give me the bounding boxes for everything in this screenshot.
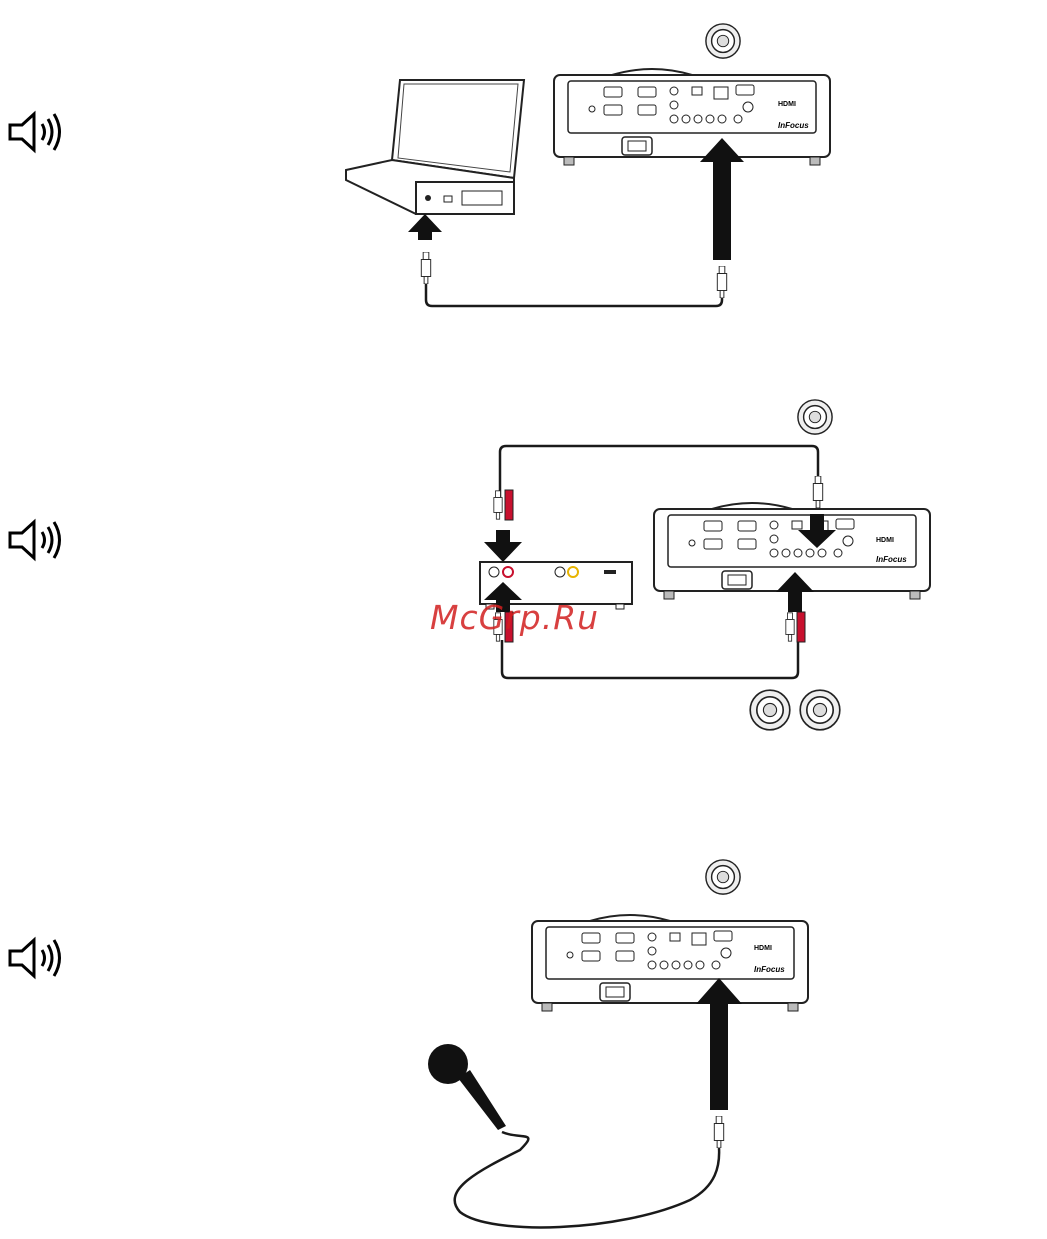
rca-jack-icon [750,690,790,730]
audio-cable-bottom [502,640,798,678]
rca-plug-white-icon [494,491,502,519]
rca-plug-red-icon [797,612,805,642]
arrow-up-icon [700,138,744,260]
audio-jack-icon [706,860,740,894]
arrow-up-icon [696,978,742,1110]
arrow-down-icon [484,530,522,562]
laptop-icon [346,80,524,214]
projector-hdmi-label: HDMI [754,945,772,952]
projector-brand-label: InFocus [778,121,809,130]
arrow-up-icon [408,214,442,240]
projector-brand-label: InFocus [876,555,907,564]
audio-cable [426,284,722,306]
projector-hdmi-label: HDMI [876,537,894,544]
rca-plug-red-icon [505,490,513,520]
diagram-microphone: HDMI InFocus [428,860,808,1228]
rca-jack-icon [800,690,840,730]
audio-plug-icon [717,266,726,298]
audio-jack-icon [706,24,740,58]
audio-plug-icon [813,476,822,508]
projector-brand-label: InFocus [754,965,785,974]
diagram-av-device: HDMI InFocus [480,400,930,730]
audio-jack-icon [798,400,832,434]
rca-plug-white-icon [786,613,794,641]
microphone-cable [455,1132,719,1227]
audio-plug-icon [421,252,430,284]
watermark-text: McGrp.Ru [430,598,599,637]
audio-plug-icon [714,1116,723,1148]
audio-cable-top [500,446,818,508]
diagram-laptop: HDMI InFocus [346,24,830,306]
projector-hdmi-label: HDMI [778,101,796,108]
microphone-icon [428,1044,506,1130]
projector-icon: HDMI InFocus [554,69,830,165]
projector-icon: HDMI InFocus [532,915,808,1011]
